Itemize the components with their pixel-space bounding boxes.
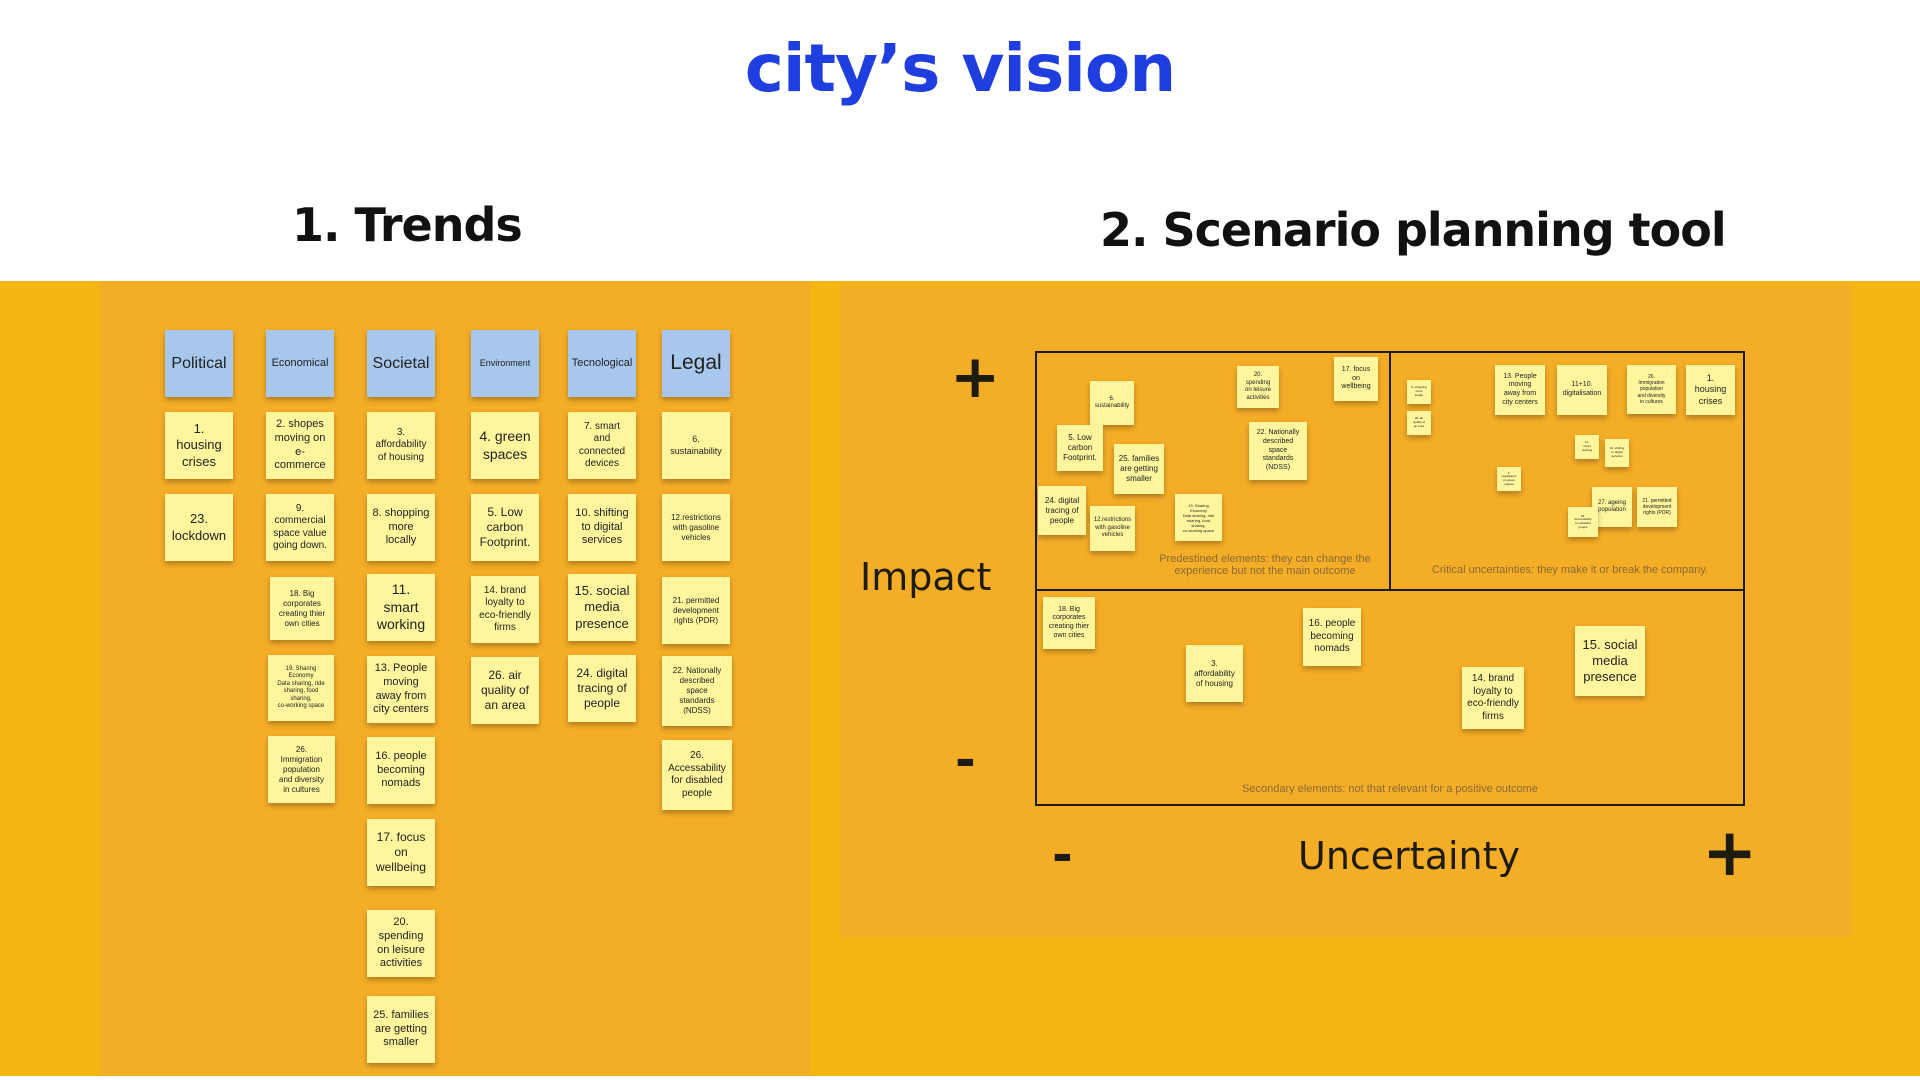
sticky-note[interactable]: 2. shopes moving on e- commerce [266, 412, 334, 479]
sticky-note[interactable]: 3. affordability of housing [367, 412, 435, 479]
sticky-note[interactable]: 26. air quality of an area [471, 657, 539, 724]
sticky-note[interactable]: 12.restrictions with gasoline vehicles [662, 494, 730, 561]
sticky-note[interactable]: 26. air quality of an area [1407, 411, 1431, 435]
page-title: city’s vision [744, 30, 1177, 107]
sticky-note[interactable]: 18. Big corporates creating thier own ci… [270, 577, 334, 640]
sticky-note[interactable]: 17. focus on wellbeing [1334, 357, 1378, 401]
sticky-note[interactable]: 10. shifting to digital services [1605, 439, 1629, 467]
sticky-note[interactable]: 1. housing crises [165, 412, 233, 479]
sticky-note[interactable]: 4. green spaces [471, 412, 539, 479]
sticky-note[interactable]: 21. permitted development rights (PDR) [1637, 487, 1677, 527]
sticky-note[interactable]: 22. Nationally described space standards… [662, 656, 732, 726]
sticky-note[interactable]: 1. housing crises [1686, 365, 1735, 415]
sticky-note[interactable]: 20. spending on leisure activities [1237, 366, 1279, 408]
sticky-note[interactable]: 11. smart working [1575, 435, 1599, 459]
header-political[interactable]: Political [165, 330, 233, 397]
sticky-note[interactable]: 15. social media presence [568, 574, 636, 641]
sticky-note[interactable]: 11+10. digitalisation [1557, 365, 1607, 415]
sticky-note[interactable]: 26. Accessability for disabled people [662, 740, 732, 810]
impact-axis-label: Impact [860, 555, 992, 599]
header-environment[interactable]: Environment [471, 330, 539, 397]
sticky-note[interactable]: 17. focus on wellbeing [367, 819, 435, 886]
sticky-note[interactable]: 25. families are getting smaller [367, 996, 435, 1063]
sticky-note[interactable]: 4. regulations on green spaces [1497, 467, 1521, 491]
header-societal[interactable]: Societal [367, 330, 435, 397]
uncertainty-axis-label: Uncertainty [1298, 834, 1521, 878]
sticky-note[interactable]: 5. Low carbon Footprint. [1057, 425, 1103, 471]
sticky-note[interactable]: 25. families are getting smaller [1114, 444, 1164, 494]
sticky-note[interactable]: 26. Immigration population and diversity… [268, 736, 335, 803]
sticky-note[interactable]: 20. spending on leisure activities [367, 910, 435, 977]
sticky-note[interactable]: 8. shopping more locally [1407, 380, 1431, 404]
sticky-note[interactable]: 19. Sharing Economy Data sharing, ride s… [268, 655, 334, 721]
sticky-note[interactable]: 6. sustainability [662, 412, 730, 479]
sticky-note[interactable]: 7. smart and connected devices [568, 412, 636, 479]
sticky-note[interactable]: 14. brand loyalty to eco-friendly firms [1462, 667, 1524, 729]
sticky-note[interactable]: 24. digital tracing of people [568, 655, 636, 722]
header-technological[interactable]: Tecnological [568, 330, 636, 397]
sticky-note[interactable]: 18. Big corporates creating thier own ci… [1043, 597, 1095, 649]
header-legal[interactable]: Legal [662, 330, 730, 397]
sticky-note[interactable]: 19. Sharing Economy Data sharing, ride s… [1175, 494, 1222, 541]
trends-heading: 1. Trends [292, 198, 523, 252]
sticky-note[interactable]: 14. brand loyalty to eco-friendly firms [471, 576, 539, 643]
sticky-note[interactable]: 23. lockdown [165, 494, 233, 561]
uncertainty-minus-sign: - [1052, 826, 1073, 884]
sticky-note[interactable]: 11. smart working [367, 574, 435, 641]
uncertainty-plus-sign: + [1702, 814, 1758, 891]
sticky-note[interactable]: 13. People moving away from city centers [367, 656, 435, 723]
sticky-note[interactable]: 26. Accessability for disabled people [1568, 507, 1598, 537]
quadrant-secondary [1035, 589, 1745, 806]
sticky-note[interactable]: 15. social media presence [1575, 626, 1645, 696]
sticky-note[interactable]: 3. affordability of housing [1186, 645, 1243, 702]
sticky-note[interactable]: 22. Nationally described space standards… [1249, 422, 1307, 480]
sticky-note[interactable]: 8. shopping more locally [367, 494, 435, 561]
sticky-note[interactable]: 16. people becoming nomads [367, 737, 435, 804]
sticky-note[interactable]: 16. people becoming nomads [1303, 608, 1361, 666]
impact-minus-sign: - [955, 731, 976, 789]
sticky-note[interactable]: 12.restrictions with gasoline vehicles [1090, 506, 1135, 551]
impact-plus-sign: + [950, 342, 1001, 412]
sticky-note[interactable]: 24. digital tracing of people [1038, 486, 1086, 535]
sticky-note[interactable]: 10. shifting to digital services [568, 494, 636, 561]
sticky-note[interactable]: 9. commercial space value going down. [266, 494, 334, 561]
sticky-note[interactable]: 27. ageing population [1592, 487, 1632, 527]
sticky-note[interactable]: 6. sustainability [1090, 381, 1134, 425]
sticky-note[interactable]: 5. Low carbon Footprint. [471, 494, 539, 561]
caption-critical: Critical uncertainties: they make it or … [1431, 564, 1709, 576]
caption-secondary: Secondary elements: not that relevant fo… [1242, 783, 1538, 795]
caption-predestined: Predestined elements: they can change th… [1159, 553, 1371, 577]
sticky-note[interactable]: 21. permitted development rights (PDR) [662, 577, 730, 644]
header-economical[interactable]: Economical [266, 330, 334, 397]
sticky-note[interactable]: 13. People moving away from city centers [1495, 365, 1545, 415]
bottom-strip [0, 1076, 1920, 1080]
scenario-heading: 2. Scenario planning tool [1100, 203, 1727, 257]
sticky-note[interactable]: 26. Immigration population and diversity… [1627, 365, 1676, 414]
